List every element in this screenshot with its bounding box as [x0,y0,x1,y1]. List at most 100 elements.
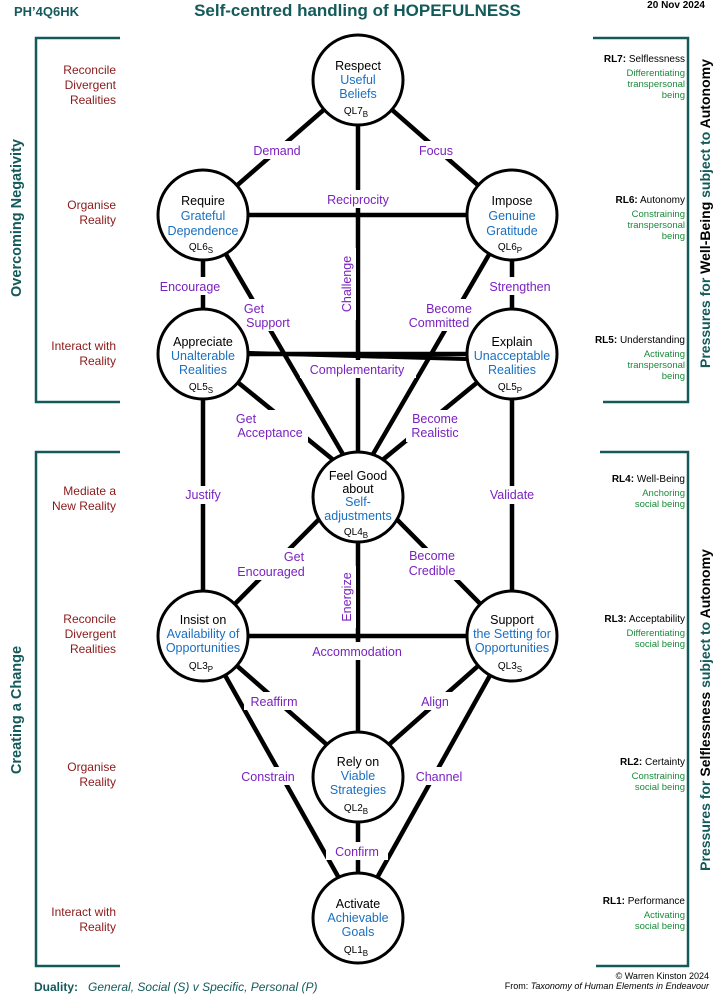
node-ql2-rely-on: Rely on Viable Strategies QL2B [311,730,405,824]
svg-text:Constrain: Constrain [241,770,295,784]
edge-label-reaffirm: Reaffirm [244,692,304,710]
edge-label-validate: Validate [484,486,540,504]
edge-label-challenge: Challenge [338,248,356,320]
svg-text:Get: Get [236,412,257,426]
svg-text:Demand: Demand [253,144,300,158]
svg-text:Validate: Validate [490,488,534,502]
node-ql5s-appreciate: Appreciate Unalterable Realities QL5S [156,307,250,401]
svg-text:Appreciate: Appreciate [173,335,233,349]
svg-text:Feel Good: Feel Good [329,469,387,483]
node-ql3s-support: Support the Setting for Opportunities QL… [465,589,559,683]
page-title: Self-centred handling of HOPEFULNESS [194,1,521,20]
svg-text:Genuine: Genuine [488,209,535,223]
svg-text:Confirm: Confirm [335,845,379,859]
svg-text:Become: Become [426,302,472,316]
node-ql4-feel-good: Feel Good about Self- adjustments QL4B [311,450,405,544]
svg-text:Gratitude: Gratitude [486,224,537,238]
svg-text:Align: Align [421,695,449,709]
svg-text:QL6S: QL6S [189,242,213,255]
svg-text:Availability of: Availability of [167,627,240,641]
svg-text:Respect: Respect [335,59,381,73]
svg-text:Support: Support [246,316,290,330]
svg-text:Channel: Channel [416,770,463,784]
svg-text:Justify: Justify [185,488,221,502]
node-ql5p-explain: Explain Unacceptable Realities QL5P [465,307,559,401]
svg-text:Activate: Activate [336,897,381,911]
edge-label-demand: Demand [246,141,308,159]
svg-text:Energize: Energize [340,572,354,621]
svg-text:QL2B: QL2B [344,803,368,816]
svg-text:Explain: Explain [492,335,533,349]
duality-legend: Duality: General, Social (S) v Specific,… [34,980,318,994]
svg-text:Become: Become [412,412,458,426]
svg-text:Acceptance: Acceptance [237,426,302,440]
svg-text:Goals: Goals [342,925,375,939]
svg-text:QL5S: QL5S [189,382,213,395]
svg-text:Insist on: Insist on [180,613,227,627]
svg-text:about: about [342,482,374,496]
node-ql1-activate: Activate Achievable Goals QL1B [311,871,405,965]
svg-text:Rely on: Rely on [337,755,379,769]
svg-text:Get: Get [244,302,265,316]
svg-text:QL6P: QL6P [498,242,522,255]
svg-text:Reaffirm: Reaffirm [250,695,297,709]
edge-label-complementarity: Complementarity [300,360,416,378]
svg-text:QL7B: QL7B [344,106,368,119]
svg-text:Realities: Realities [179,363,227,377]
edge-label-reciprocity: Reciprocity [318,190,398,208]
svg-text:Beliefs: Beliefs [339,87,377,101]
date: 20 Nov 2024 [647,0,705,11]
svg-text:QL3P: QL3P [189,661,213,674]
node-ql6s-require: Require Grateful Dependence QL6S [156,168,250,262]
edge-label-channel: Channel [410,767,468,785]
svg-text:Self-: Self- [345,495,371,509]
svg-text:Achievable: Achievable [327,911,388,925]
nodes: Respect Useful Beliefs QL7B Require Grat… [156,33,559,965]
svg-text:Realities: Realities [488,363,536,377]
svg-text:QL3S: QL3S [498,661,522,674]
svg-text:Support: Support [490,613,534,627]
edge-label-constrain: Constrain [234,767,302,785]
svg-text:Strategies: Strategies [330,783,386,797]
edge-label-confirm: Confirm [326,842,388,860]
svg-text:Require: Require [181,194,225,208]
edge-label-justify: Justify [180,486,226,504]
svg-text:Unalterable: Unalterable [171,349,235,363]
svg-text:Accommodation: Accommodation [312,645,402,659]
svg-text:Focus: Focus [419,144,453,158]
edge-label-align: Align [416,692,454,710]
svg-text:Grateful: Grateful [181,209,225,223]
edge-label-focus: Focus [414,141,458,159]
node-ql6p-impose: Impose Genuine Gratitude QL6P [465,168,559,262]
svg-text:Viable: Viable [341,769,376,783]
node-ql3p-insist-on: Insist on Availability of Opportunities … [156,589,250,683]
edge-label-energize: Energize [338,566,356,628]
svg-text:Useful: Useful [340,73,375,87]
svg-text:Impose: Impose [492,194,533,208]
edge-label-strengthen: Strengthen [482,277,558,295]
document-code: PH’4Q6HK [14,4,80,19]
edge-label-accommodation: Accommodation [304,642,410,660]
copyright: © Warren Kinston 2024 From: Taxonomy of … [504,971,709,991]
svg-text:QL4B: QL4B [344,527,368,540]
svg-text:Challenge: Challenge [340,256,354,312]
svg-text:Committed: Committed [409,316,469,330]
svg-text:adjustments: adjustments [324,509,391,523]
svg-text:Complementarity: Complementarity [310,363,405,377]
svg-text:Opportunities: Opportunities [475,641,549,655]
